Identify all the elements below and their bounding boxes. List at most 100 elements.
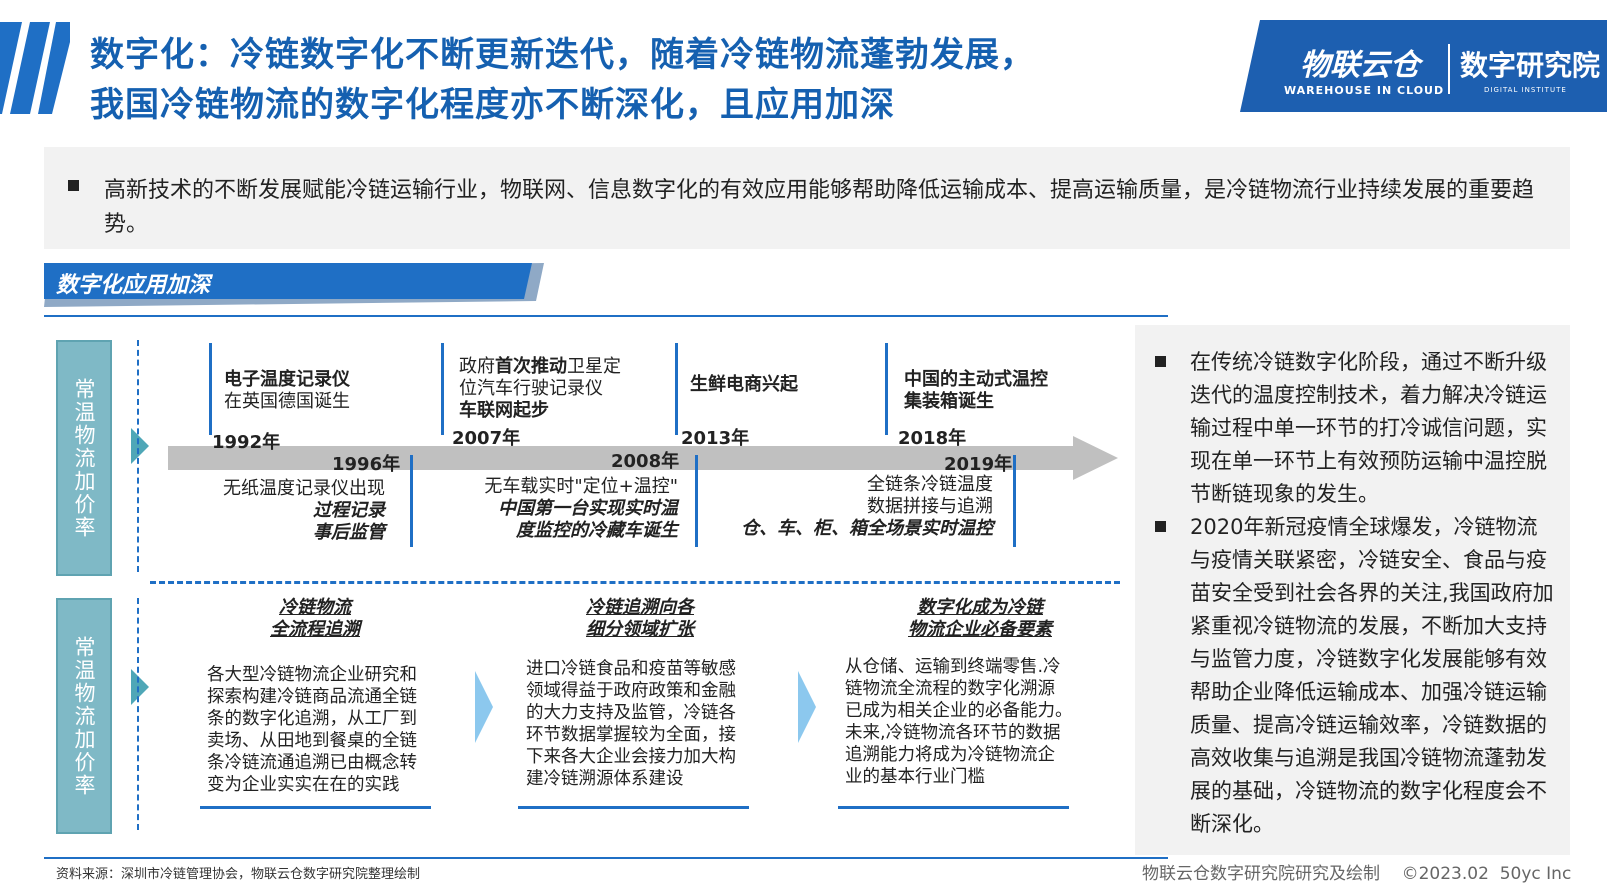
dashed-divider-vertical (137, 598, 139, 830)
year-label: 1996年 (332, 454, 401, 475)
event-emphasis: 仓、车、柜、箱全场景实时温控 (741, 518, 993, 539)
phase-body-line: 从仓储、运输到终端零售.冷 (845, 657, 1061, 677)
year-label: 1992年 (212, 432, 281, 453)
timeline-marker (675, 343, 678, 435)
logo-banner (1240, 20, 1607, 112)
dashed-divider-horizontal (150, 581, 1120, 584)
phase-1-body: 各大型冷链物流企业研究和 探索构建冷链商品流通全链 条的数字化追溯，从工厂到 卖… (207, 664, 447, 796)
bullet-square-icon (1155, 356, 1166, 367)
timeline-marker (410, 455, 413, 547)
phase-body-line: 下来各大企业会接力加大构 (526, 747, 736, 767)
phase-2-title: 冷链追溯向各 细分领域扩张 (540, 597, 740, 641)
section-underline (44, 315, 1168, 317)
logo-divider (1448, 44, 1450, 94)
side-label-bottom: 常温物流加价率 (56, 598, 112, 834)
event-desc: 数据拼接与追溯 (867, 496, 993, 517)
phase-body-line: 追溯能力将成为冷链物流企 (845, 745, 1055, 765)
event-title: 车联网起步 (459, 400, 549, 421)
phase-title-line: 物流企业必备要素 (908, 619, 1052, 640)
footer-source: 资料来源：深圳市冷链管理协会，物联云仓数字研究院整理绘制 (56, 867, 421, 882)
phase-title-line: 冷链物流 (279, 597, 351, 618)
phase-body-line: 未来,冷链物流各环节的数据 (845, 723, 1061, 743)
phase-body-line: 的大力支持及监管，冷链各 (526, 703, 736, 723)
year-label: 2018年 (898, 428, 967, 449)
phase-body-line: 领域得益于政府政策和金融 (526, 681, 736, 701)
event-emphasis: 过程记录 (313, 500, 385, 521)
summary-bullet-2: 2020年新冠疫情全球爆发，冷链物流与疫情关联紧密，冷链安全、食品与疫苗安全受到… (1190, 515, 1554, 836)
event-2007: 政府首次推动卫星定 位汽车行驶记录仪 车联网起步 (459, 356, 621, 422)
intro-text: 高新技术的不断发展赋能冷链运输行业，物联网、信息数字化的有效应用能够帮助降低运输… (104, 178, 1535, 237)
phase-body-line: 链物流全流程的数字化溯源 (845, 679, 1055, 699)
timeline-arrow (168, 436, 1118, 480)
phase-body-line: 已成为相关企业的必备能力。 (845, 701, 1073, 721)
footer-credit: 物联云仓数字研究院研究及绘制 ©2023.02 50yc Inc (1142, 864, 1572, 884)
title-line-1: 数字化：冷链数字化不断更新迭代，随着冷链物流蓬勃发展， (90, 35, 1035, 75)
phase-title-line: 数字化成为冷链 (917, 597, 1043, 618)
phase-title-line: 全流程追溯 (270, 619, 360, 640)
event-title: 中国的主动式温控 (904, 369, 1048, 390)
phase-3-title: 数字化成为冷链 物流企业必备要素 (860, 597, 1100, 641)
timeline-marker (695, 455, 698, 547)
phase-1-title: 冷链物流 全流程追溯 (220, 597, 410, 641)
year-label: 2007年 (452, 428, 521, 449)
event-desc: 无纸温度记录仪出现 (223, 478, 385, 499)
event-text: 政府 (459, 356, 495, 377)
event-title: 电子温度记录仪 (224, 369, 350, 390)
dashed-divider-vertical (137, 340, 139, 572)
event-2018: 中国的主动式温控 集装箱诞生 (904, 369, 1048, 413)
event-emphasis: 度监控的冷藏车诞生 (516, 520, 678, 541)
phase-body-line: 业的基本行业门槛 (845, 767, 985, 787)
event-desc: 无车载实时"定位+温控" (484, 476, 678, 497)
phase-body-line: 各大型冷链物流企业研究和 (207, 665, 417, 685)
event-1996: 无纸温度记录仪出现 过程记录 事后监管 (180, 478, 385, 544)
logo-wordmark: 物联云仓 (1300, 48, 1420, 83)
logo-subtitle: WAREHOUSE IN CLOUD (1284, 84, 1445, 97)
event-2008: 无车载实时"定位+温控" 中国第一台实现实时温 度监控的冷藏车诞生 (440, 476, 678, 542)
year-label: 2019年 (944, 454, 1013, 475)
chevron-right-icon (475, 671, 493, 743)
phase-underline (200, 806, 431, 809)
timeline-marker (885, 343, 888, 435)
intro-band (44, 147, 1570, 249)
phase-body-line: 条的数字化追溯，从工厂到 (207, 709, 417, 729)
institute-subtitle: DIGITAL INSTITUTE (1484, 86, 1567, 94)
event-emphasis: 中国第一台实现实时温 (498, 498, 678, 519)
timeline-marker (1013, 455, 1016, 547)
bullet-square-icon (68, 180, 79, 191)
bullet-square-icon (1155, 521, 1166, 532)
section-tag-shape (44, 263, 544, 307)
phase-body-line: 卖场、从田地到餐桌的全链 (207, 731, 417, 751)
year-label: 2013年 (681, 428, 750, 449)
phase-title-line: 细分领域扩张 (586, 619, 694, 640)
event-emphasis: 事后监管 (313, 522, 385, 543)
event-1992: 电子温度记录仪 在英国德国诞生 (224, 369, 350, 413)
chevron-right-icon (798, 671, 816, 743)
phase-body-line: 条冷链流通追溯已由概念转 (207, 753, 417, 773)
summary-panel (1135, 325, 1570, 855)
phase-body-line: 环节数据掌握较为全面，接 (526, 725, 736, 745)
side-label-top: 常温物流加价率 (56, 340, 112, 576)
section-title: 数字化应用加深 (56, 273, 211, 298)
timeline-marker (209, 343, 212, 435)
phase-underline (838, 806, 1069, 809)
year-label: 2008年 (611, 451, 680, 472)
phase-underline (518, 806, 749, 809)
event-desc: 位汽车行驶记录仪 (459, 378, 603, 399)
triangle-right-icon (131, 669, 149, 705)
event-text: 卫星定 (567, 356, 621, 377)
timeline-marker (441, 343, 444, 435)
event-2013: 生鲜电商兴起 (690, 374, 798, 395)
phase-2-body: 进口冷链食品和疫苗等敏感 领域得益于政府政策和金融 的大力支持及监管，冷链各 环… (526, 658, 766, 790)
triangle-right-icon (131, 428, 149, 464)
title-line-2: 我国冷链物流的数字化程度亦不断深化，且应用加深 (90, 85, 895, 125)
event-desc: 全链条冷链温度 (867, 474, 993, 495)
phase-body-line: 变为企业实实在在的实践 (207, 775, 400, 795)
phase-title-line: 冷链追溯向各 (586, 597, 694, 618)
phase-body-line: 建冷链溯源体系建设 (526, 769, 684, 789)
footer-line (44, 857, 1168, 859)
page-title: 数字化：冷链数字化不断更新迭代，随着冷链物流蓬勃发展， 我国冷链物流的数字化程度… (90, 30, 1220, 130)
institute-wordmark: 数字研究院 (1460, 49, 1601, 82)
phase-body-line: 探索构建冷链商品流通全链 (207, 687, 417, 707)
summary-bullet-1: 在传统冷链数字化阶段，通过不断升级迭代的温度控制技术，着力解决冷链运输过程中单一… (1190, 350, 1547, 506)
phase-3-body: 从仓储、运输到终端零售.冷 链物流全流程的数字化溯源 已成为相关企业的必备能力。… (845, 656, 1085, 788)
